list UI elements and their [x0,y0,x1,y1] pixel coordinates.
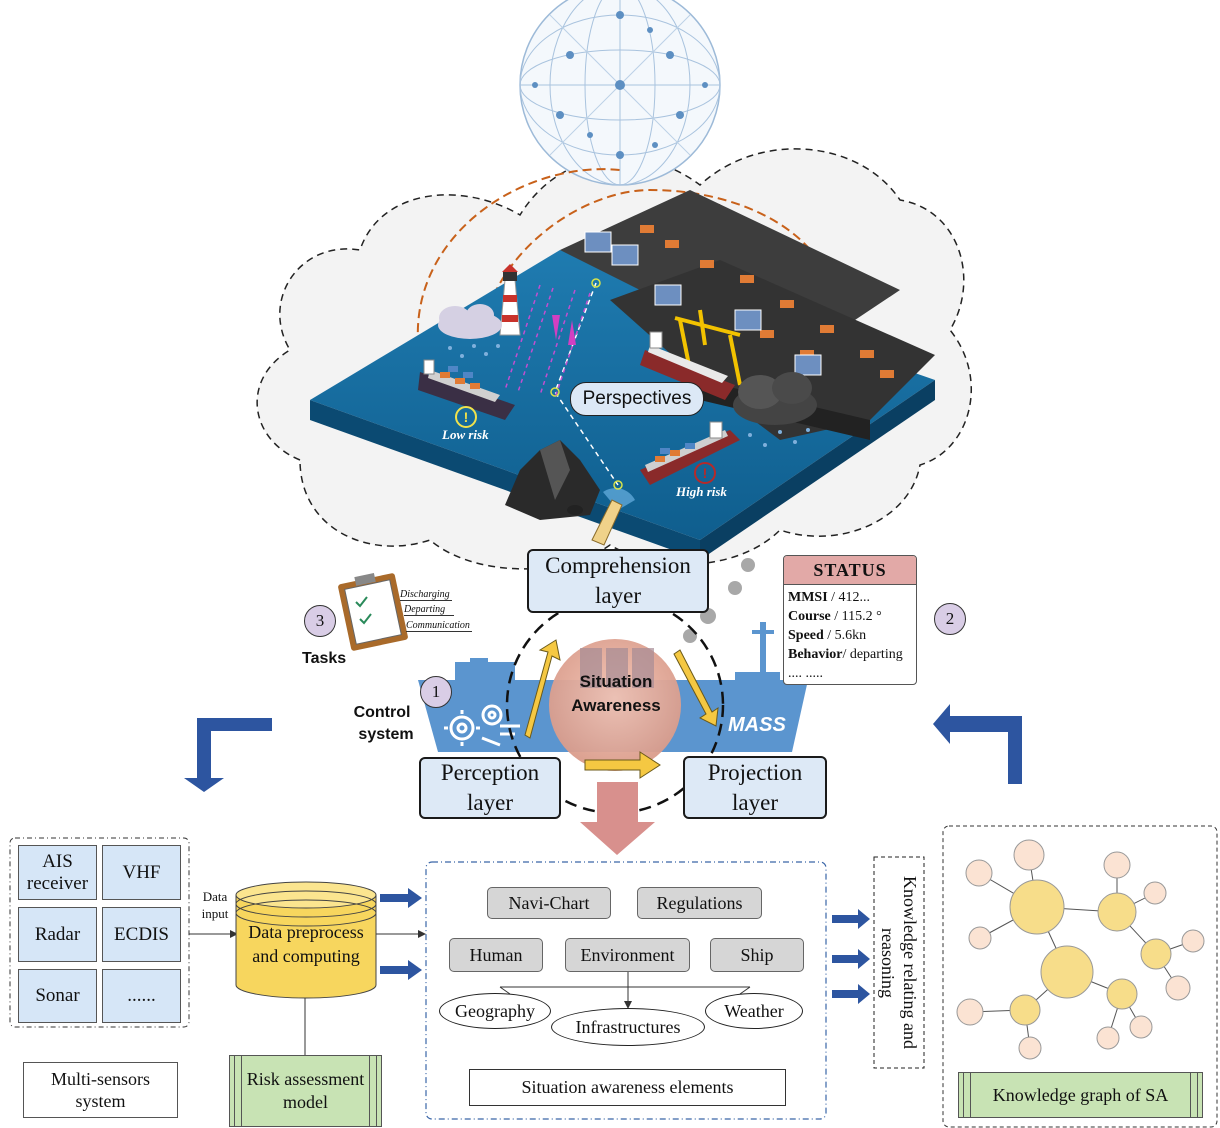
sa-cycle-ring [505,595,725,815]
status-row-mmsi: MMSI / 412... [788,590,871,605]
data-input-line1: Data [202,889,228,904]
rock-icon [505,440,600,520]
comprehension-layer-line1: Comprehension [545,553,691,578]
output-arrow [580,782,655,855]
element-environment: Environment [565,938,690,972]
right-corner-arrow [933,704,1022,784]
data-input-line2: input [201,906,229,921]
storm-cloud-icon [733,372,817,447]
preprocess-line2: and computing [252,946,360,966]
perception-layer-line2: layer [467,790,513,815]
risk-model-line1: Risk assessment [246,1069,365,1089]
lighthouse-icon [499,264,521,336]
projection-layer-line1: Projection [707,759,803,785]
control-system-line2: system [358,726,414,743]
element-human: Human [449,938,543,972]
risk-model-line2: model [283,1092,328,1112]
status-row-speed: Speed / 5.6kn [788,628,867,643]
low-risk-label: Low risk [442,427,489,442]
sensor-ais-line2: receiver [26,872,89,894]
element-geography: Geography [439,993,551,1029]
sensor-sonar: Sonar [18,969,97,1023]
element-navi-chart: Navi-Chart [487,887,611,919]
control-system-line1: Control [353,704,411,721]
sa-label-line1: Situation [579,672,653,691]
tasks-label: Tasks [302,650,347,667]
multi-sensors-caption: Multi-sensors system [23,1062,178,1118]
perception-layer-line1: Perception [440,760,540,785]
sensors-group-frame [9,837,190,1028]
sensor-more: ...... [102,969,181,1023]
risk-assessment-model-box: Risk assessment model [229,1055,382,1127]
sensor-ecdis: ECDIS [102,907,181,962]
badge-two: 2 [934,603,966,635]
ship-high-risk-icon [640,421,740,485]
svg-text:!: ! [464,409,469,425]
sensor-ais-line1: AIS [42,850,73,872]
status-row-course: Course / 115.2 ° [788,609,882,624]
multi-sensors-line1: Multi-sensors [51,1069,150,1089]
knowledge-reasoning-label: Knowledge relating and reasoning [878,876,920,1049]
database-cylinder [235,881,377,999]
clipboard-icon [338,572,408,651]
knowledge-graph-caption: Knowledge graph of SA [958,1072,1203,1118]
high-risk-label: High risk [676,484,727,499]
ship-port-icon [640,331,735,400]
badge-one: 1 [420,676,452,708]
knowledge-graph-nodes [956,839,1205,1060]
data-input-label: Data input [195,888,235,922]
ship-low-risk-icon [418,359,515,420]
own-vessel-icon [591,488,635,546]
knowledge-graph-frame [942,825,1218,1128]
rain-cloud-icon [438,304,502,358]
comprehension-layer-box: Comprehension layer [527,549,709,613]
element-ship: Ship [710,938,804,972]
network-globe-icon [519,0,721,186]
projection-layer-line2: layer [732,789,778,815]
sa-label-line2: Awareness [571,696,661,715]
status-title: STATUS [784,556,916,585]
sensor-radar: Radar [18,907,97,962]
cycle-arrows [524,639,719,779]
preprocess-label: Data preprocess and computing [236,920,376,968]
task-item-departing: Departing [404,604,454,616]
sa-elements-caption: Situation awareness elements [469,1069,786,1106]
sensor-ais-receiver: AIS receiver [18,845,97,900]
sa-elements-frame [425,861,827,1120]
projection-layer-box: Projection layer [683,756,827,819]
status-row-more: .... ..... [788,666,823,681]
control-system-label: Control system [346,702,418,746]
left-corner-arrow [184,718,272,792]
element-weather: Weather [705,993,803,1029]
task-item-discharging: Discharging [400,589,452,601]
gear-icon [444,704,520,747]
mass-label: MASS [728,714,786,736]
perspectives-label: Perspectives [570,382,704,416]
element-regulations: Regulations [637,887,762,919]
danger-icon [694,462,716,484]
preprocess-line1: Data preprocess [248,922,364,942]
sensor-vhf: VHF [102,845,181,900]
badge-three: 3 [304,605,336,637]
element-infrastructures: Infrastructures [551,1008,705,1046]
perception-layer-box: Perception layer [419,757,561,819]
flow-arrows [380,888,870,1004]
situation-awareness-label: Situation Awareness [560,670,672,718]
svg-text:!: ! [703,465,708,481]
warning-icon [455,406,477,428]
multi-sensors-line2: system [75,1091,126,1111]
status-panel: STATUS MMSI / 412... Course / 115.2 ° Sp… [783,555,917,685]
knowledge-reasoning-frame [873,856,925,1069]
status-row-behavior: Behavior/ departing [788,647,903,662]
comprehension-layer-line2: layer [595,583,641,608]
task-item-communication: Communication [406,620,472,632]
